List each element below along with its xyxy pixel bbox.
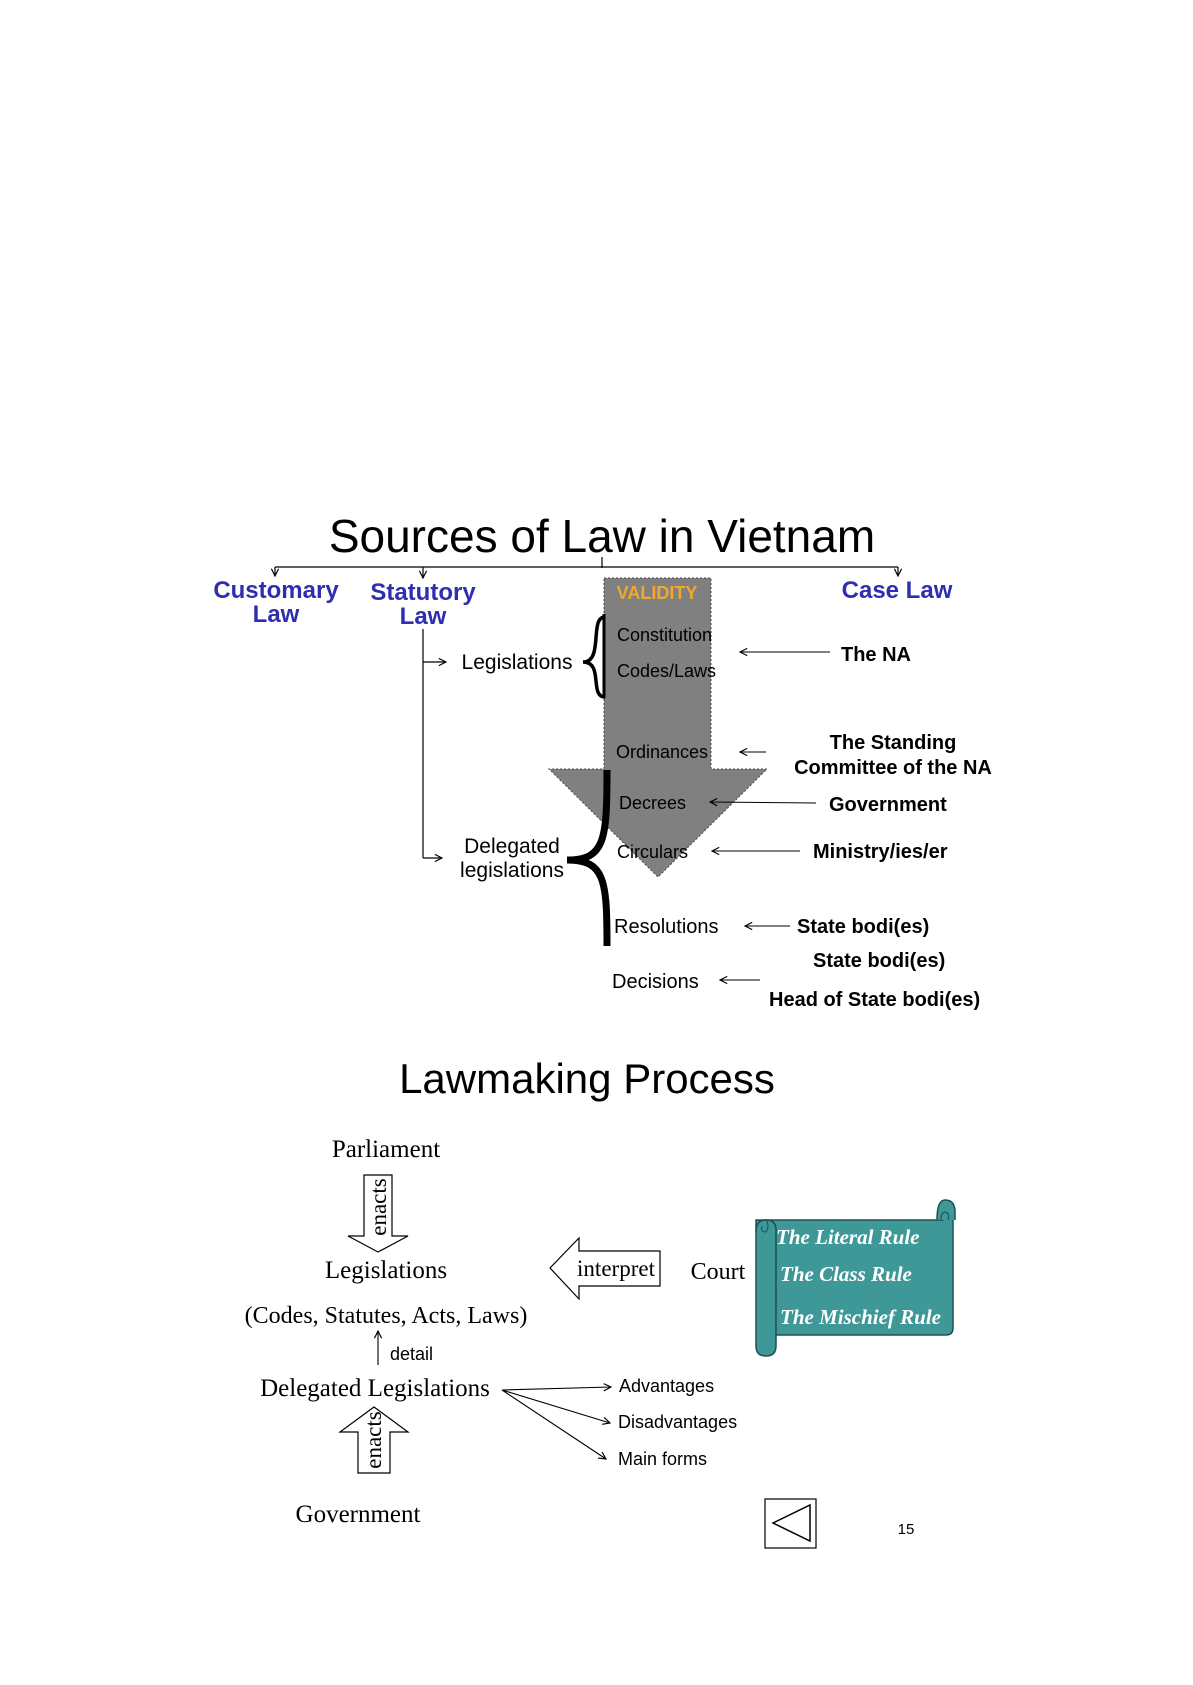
issuer-government: Government: [829, 794, 947, 816]
customary-law-line2: Law: [253, 601, 300, 628]
issuer-head-state-bodies: Head of State bodi(es): [769, 989, 980, 1011]
legislations-brace: [582, 615, 606, 699]
delegated-legislations-label: Delegated Legislations: [260, 1375, 490, 1402]
issuer-state-bodies-1: State bodi(es): [797, 916, 929, 938]
issuers-list: The NA The Standing Committee of the NA …: [769, 644, 992, 1011]
customary-law-heading: Customary Law: [213, 577, 339, 628]
delegated-legislations-line2: legislations: [460, 859, 564, 882]
statutory-branch-lines: [422, 629, 446, 858]
sources-of-law-slide: Sources of Law in Vietnam Customary Law …: [213, 510, 992, 1011]
doc-constitution: Constitution: [617, 625, 712, 645]
legislations-examples: (Codes, Statutes, Acts, Laws): [245, 1303, 528, 1329]
issuer-arrows: [710, 652, 830, 980]
triangle-left-icon: [771, 1503, 811, 1543]
enacts-up-arrow: [338, 1406, 410, 1474]
validity-label: VALIDITY: [617, 583, 698, 603]
doc-ordinances: Ordinances: [616, 742, 708, 762]
slide2-title: Lawmaking Process: [399, 1055, 775, 1102]
slide1-title: Sources of Law in Vietnam: [329, 510, 875, 562]
enacts-bottom-label: enacts: [361, 1411, 386, 1469]
scroll-top-curl-inner: [940, 1211, 950, 1221]
rule-literal: The Literal Rule: [776, 1225, 920, 1249]
scroll-body: [755, 1210, 954, 1357]
interpret-arrow: [549, 1236, 661, 1301]
aspect-main-forms: Main forms: [618, 1449, 707, 1469]
detail-label: detail: [390, 1344, 433, 1364]
delegated-legislations-line1: Delegated: [464, 835, 560, 858]
enacts-down-arrow: [347, 1174, 409, 1253]
issuer-standing-committee-line2: Committee of the NA: [794, 757, 992, 779]
scroll-left-curl: [761, 1219, 769, 1233]
delegated-brace: [566, 769, 611, 947]
case-law-heading: Case Law: [842, 577, 953, 604]
statutory-law-line2: Law: [400, 603, 447, 630]
doc-codes-laws: Codes/Laws: [617, 661, 716, 681]
aspect-disadvantages: Disadvantages: [618, 1412, 737, 1432]
legislations-box-label: Legislations: [325, 1257, 447, 1284]
page-number: 15: [898, 1521, 915, 1538]
interpret-label: interpret: [577, 1256, 656, 1281]
scroll-top-curl: [936, 1199, 956, 1221]
rule-class: The Class Rule: [780, 1262, 912, 1286]
lawmaking-process-slide: Lawmaking Process Parliament enacts Legi…: [245, 1055, 956, 1549]
doc-decrees: Decrees: [619, 793, 686, 813]
issuer-the-na: The NA: [841, 644, 911, 666]
issuer-ministry: Ministry/ies/er: [813, 841, 948, 863]
customary-law-line1: Customary: [213, 577, 339, 604]
doc-resolutions: Resolutions: [614, 916, 719, 938]
parliament-label: Parliament: [332, 1136, 440, 1163]
enacts-top-label: enacts: [366, 1178, 391, 1236]
rule-mischief: The Mischief Rule: [780, 1305, 941, 1329]
back-button[interactable]: [764, 1498, 817, 1549]
statutory-law-heading: Statutory Law: [370, 579, 476, 630]
issuer-standing-committee-line1: The Standing: [830, 732, 957, 754]
government-label: Government: [296, 1501, 421, 1528]
doc-decisions: Decisions: [612, 971, 699, 993]
doc-circulars: Circulars: [617, 842, 688, 862]
statutory-law-line1: Statutory: [370, 579, 476, 606]
interpretation-rules-scroll: The Literal Rule The Class Rule The Misc…: [755, 1199, 956, 1357]
branch-tree-lines: [275, 557, 898, 578]
validity-arrow: [547, 577, 769, 878]
delegated-aspect-arrows: [501, 1387, 611, 1459]
court-label: Court: [691, 1259, 746, 1285]
legislations-label: Legislations: [462, 651, 573, 674]
issuer-state-bodies-2: State bodi(es): [813, 950, 945, 972]
aspect-advantages: Advantages: [619, 1376, 714, 1396]
documents-list: Constitution Codes/Laws Ordinances Decre…: [612, 625, 719, 993]
